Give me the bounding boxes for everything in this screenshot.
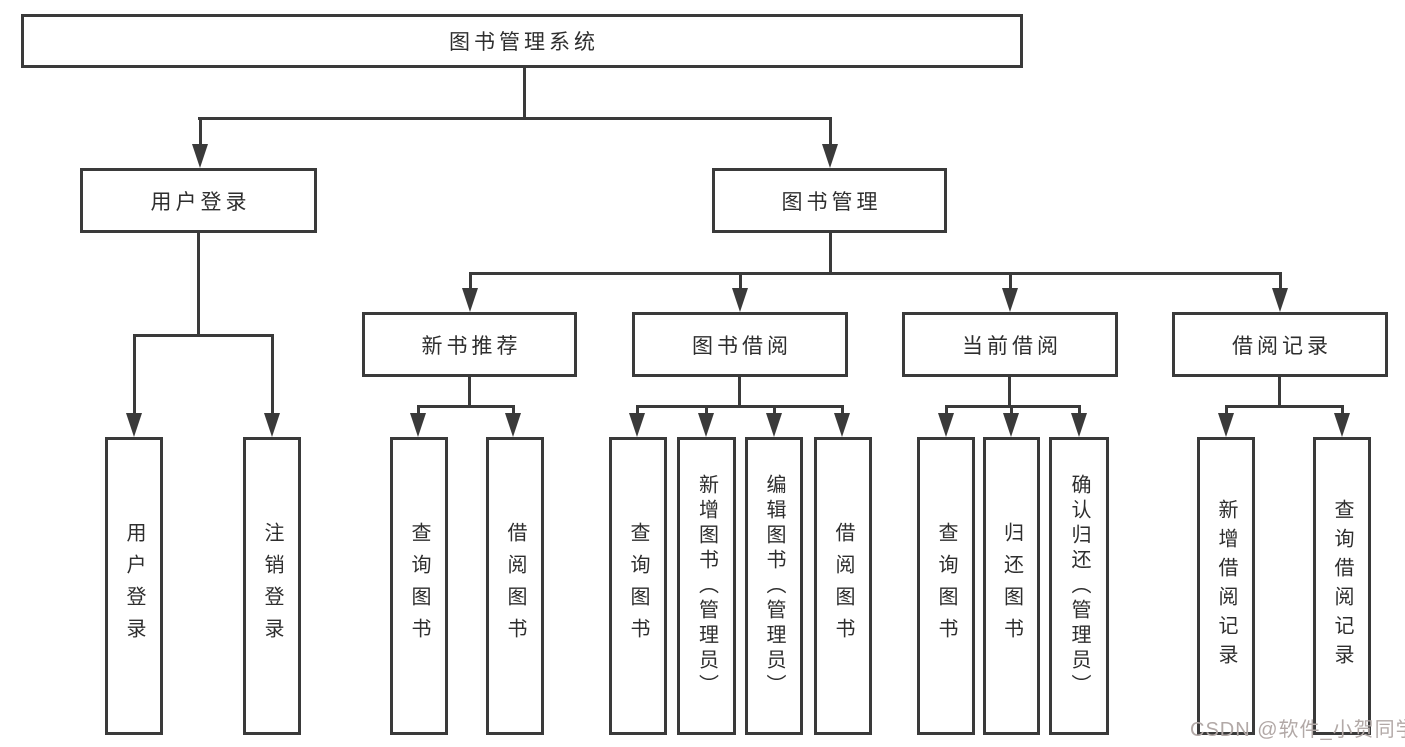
leaf-label: 编辑图书（管理员）	[763, 473, 785, 699]
leaf-label: 查询图书	[935, 522, 957, 650]
connector-line	[1341, 405, 1344, 415]
leaf-confirm-return-admin: 确认归还（管理员）	[1049, 437, 1109, 735]
leaf-query-borrow-record: 查询借阅记录	[1313, 437, 1371, 735]
node-label: 图书管理	[781, 190, 882, 214]
watermark-text: CSDN @软件_小贺同学	[1190, 719, 1405, 741]
connector-line	[417, 405, 420, 415]
connector-arrow	[1272, 288, 1288, 312]
connector-arrow	[1003, 413, 1019, 437]
connector-line	[417, 405, 515, 408]
leaf-add-borrow-record: 新增借阅记录	[1197, 437, 1255, 735]
connector-line	[1225, 405, 1344, 408]
connector-arrow	[1071, 413, 1087, 437]
node-label: 图书管理系统	[449, 31, 599, 54]
node-book-management: 图书管理	[712, 168, 947, 233]
connector-line	[773, 405, 776, 415]
connector-line	[197, 233, 200, 337]
connector-line	[705, 405, 708, 415]
connector-line	[636, 405, 639, 415]
connector-line	[636, 405, 844, 408]
leaf-query-books-3: 查询图书	[917, 437, 975, 735]
connector-line	[1278, 377, 1281, 408]
leaf-edit-book-admin: 编辑图书（管理员）	[745, 437, 803, 735]
leaf-label: 查询借阅记录	[1331, 499, 1353, 673]
node-library-system: 图书管理系统	[21, 14, 1023, 68]
connector-arrow	[462, 288, 478, 312]
connector-arrow	[126, 413, 142, 437]
leaf-logout: 注销登录	[243, 437, 301, 735]
connector-arrow	[1002, 288, 1018, 312]
connector-line	[199, 117, 202, 145]
leaf-label: 归还图书	[1000, 522, 1023, 650]
leaf-query-books-2: 查询图书	[609, 437, 667, 735]
node-user-login: 用户登录	[80, 168, 317, 233]
leaf-label: 确认归还（管理员）	[1068, 473, 1090, 699]
connector-arrow	[834, 413, 850, 437]
leaf-return-books: 归还图书	[983, 437, 1040, 735]
connector-arrow	[264, 413, 280, 437]
leaf-label: 借阅图书	[832, 522, 854, 650]
leaf-label: 注销登录	[261, 522, 283, 650]
connector-arrow	[822, 144, 838, 168]
connector-line	[1009, 272, 1012, 289]
leaf-label: 新增借阅记录	[1215, 499, 1237, 673]
connector-line	[1078, 405, 1081, 415]
connector-line	[133, 334, 274, 337]
connector-line	[841, 405, 844, 415]
connector-line	[1279, 272, 1282, 289]
leaf-query-books-1: 查询图书	[390, 437, 448, 735]
node-book-borrow: 图书借阅	[632, 312, 848, 377]
leaf-borrow-books-1: 借阅图书	[486, 437, 544, 735]
node-current-borrow: 当前借阅	[902, 312, 1118, 377]
connector-arrow	[732, 288, 748, 312]
leaf-label: 新增图书（管理员）	[695, 473, 718, 699]
leaf-label: 借阅图书	[504, 522, 526, 650]
connector-line	[829, 117, 832, 145]
node-label: 新书推荐	[421, 334, 522, 358]
connector-line	[469, 272, 1282, 275]
connector-arrow	[766, 413, 782, 437]
node-borrow-records: 借阅记录	[1172, 312, 1388, 377]
connector-line	[1225, 405, 1228, 415]
connector-arrow	[698, 413, 714, 437]
connector-arrow	[192, 144, 208, 168]
node-new-book-recommend: 新书推荐	[362, 312, 577, 377]
connector-line	[1008, 377, 1011, 408]
connector-line	[523, 68, 526, 118]
leaf-label: 查询图书	[627, 522, 649, 650]
node-label: 图书借阅	[692, 334, 792, 358]
node-label: 用户登录	[150, 190, 251, 214]
connector-line	[829, 233, 832, 275]
connector-line	[945, 405, 948, 415]
connector-line	[739, 272, 742, 289]
node-label: 当前借阅	[962, 334, 1062, 358]
connector-line	[738, 377, 741, 408]
connector-arrow	[1218, 413, 1234, 437]
connector-line	[198, 117, 832, 120]
leaf-borrow-books-2: 借阅图书	[814, 437, 872, 735]
connector-line	[945, 405, 1081, 408]
connector-line	[271, 334, 274, 414]
leaf-label: 用户登录	[123, 522, 145, 650]
leaf-user-login: 用户登录	[105, 437, 163, 735]
leaf-label: 查询图书	[408, 522, 430, 650]
connector-line	[469, 272, 472, 289]
connector-line	[512, 405, 515, 415]
connector-arrow	[1334, 413, 1350, 437]
connector-arrow	[505, 413, 521, 437]
connector-arrow	[938, 413, 954, 437]
node-label: 借阅记录	[1232, 334, 1332, 358]
connector-line	[133, 334, 136, 414]
connector-arrow	[410, 413, 426, 437]
connector-line	[468, 377, 471, 408]
connector-line	[1010, 405, 1013, 415]
leaf-add-book-admin: 新增图书（管理员）	[677, 437, 736, 735]
connector-arrow	[629, 413, 645, 437]
